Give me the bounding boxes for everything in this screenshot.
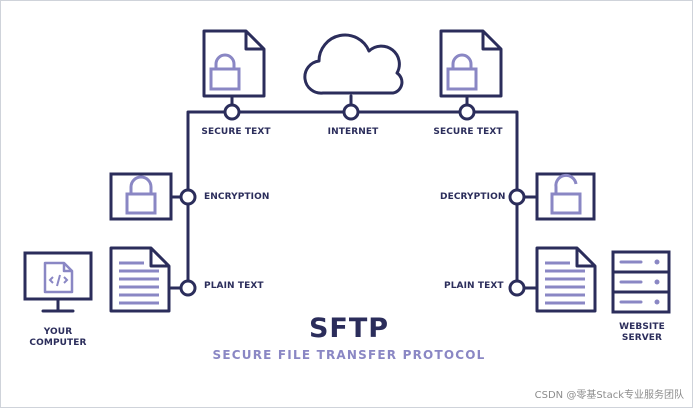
label-your-computer: YOUR COMPUTER xyxy=(29,327,86,349)
label-website-server-line1: WEBSITE xyxy=(619,322,665,332)
node-secure-text-right xyxy=(458,103,476,121)
label-your-computer-line1: YOUR xyxy=(43,327,73,337)
unlocked-padlock-icon xyxy=(535,172,596,221)
label-website-server: WEBSITE SERVER xyxy=(619,322,665,344)
cloud-icon xyxy=(303,33,404,95)
node-decryption xyxy=(508,188,526,206)
label-encryption: ENCRYPTION xyxy=(204,192,270,202)
text-document-icon xyxy=(535,246,597,313)
locked-document-icon xyxy=(202,29,266,98)
node-encryption xyxy=(179,188,197,206)
padlock-icon xyxy=(109,172,173,221)
node-plain-text-right xyxy=(508,279,526,297)
computer-monitor-icon xyxy=(23,251,93,313)
label-plain-text-right: PLAIN TEXT xyxy=(444,281,504,291)
text-document-icon xyxy=(109,246,171,313)
node-internet xyxy=(342,103,360,121)
server-rack-icon xyxy=(611,250,671,314)
junction-nodes xyxy=(179,103,526,297)
label-website-server-line2: SERVER xyxy=(621,333,663,343)
locked-document-icon xyxy=(439,29,503,98)
label-secure-text-left: SECURE TEXT xyxy=(201,127,271,137)
label-plain-text-left: PLAIN TEXT xyxy=(204,281,264,291)
watermark: CSDN @零基Stack专业服务团队 xyxy=(534,390,684,401)
label-secure-text-right: SECURE TEXT xyxy=(433,127,503,137)
node-secure-text-left xyxy=(223,103,241,121)
label-your-computer-line2: COMPUTER xyxy=(29,338,87,348)
diagram-title: SFTP xyxy=(308,313,390,344)
node-plain-text-left xyxy=(179,279,197,297)
label-decryption: DECRYPTION xyxy=(440,192,506,202)
label-internet: INTERNET xyxy=(327,127,379,137)
diagram-subtitle: SECURE FILE TRANSFER PROTOCOL xyxy=(212,348,486,362)
